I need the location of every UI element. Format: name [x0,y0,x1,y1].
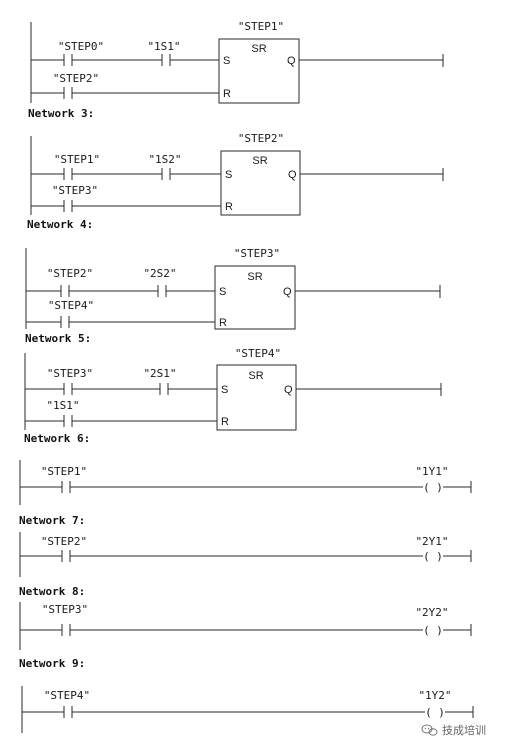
contact-set-series[interactable] [157,285,167,297]
contact-reset[interactable] [63,87,73,99]
block-type: SR [247,271,262,283]
contact-reset[interactable] [63,200,73,212]
sr-block[interactable] [214,265,296,330]
network-header: Network 8: [19,585,85,598]
contact-reset-label: "STEP3" [52,184,98,197]
block-type: SR [251,43,266,55]
watermark-text: 技成培训 [442,723,486,737]
set-pin: S [219,286,226,298]
set-pin: S [221,384,228,396]
coil[interactable]: ( ) [423,481,443,494]
set-pin: S [225,169,232,181]
coil-label: "1Y1" [415,465,448,478]
sr-block[interactable] [220,150,301,216]
sr-block[interactable] [218,38,300,104]
contact-set-label: "STEP3" [47,367,93,380]
coil[interactable]: ( ) [423,550,443,563]
contact-reset-label: "STEP4" [48,299,94,312]
out-pin: Q [288,169,297,181]
contact[interactable] [61,624,71,636]
contact-set-series[interactable] [161,54,171,66]
reset-pin: R [221,416,229,428]
coil-label: "2Y2" [415,606,448,619]
block-tag: "STEP4" [235,347,281,360]
contact[interactable] [61,550,71,562]
set-pin: S [223,55,230,67]
contact[interactable] [61,481,71,493]
contact-reset-label: "STEP2" [53,72,99,85]
block-tag: "STEP1" [238,20,284,33]
sr-network-step4: "STEP4" "STEP3" "2S1" "1S1" SR S R Q [24,347,442,431]
contact-label: "STEP3" [42,603,88,616]
contact-set-series[interactable] [159,383,169,395]
contact-set[interactable] [63,54,73,66]
contact-set-series-label: "2S1" [143,367,176,380]
block-tag: "STEP2" [238,132,284,145]
contact-set-series-label: "1S1" [147,40,180,53]
contact-set-series-label: "2S2" [143,267,176,280]
out-pin: Q [287,55,296,67]
contact-label: "STEP2" [41,535,87,548]
out-pin: Q [283,286,292,298]
coil-network-2y2: ( ) "STEP3" "2Y2" [19,602,472,650]
contact-set[interactable] [63,383,73,395]
network-header: Network 7: [19,514,85,527]
coil[interactable]: ( ) [423,624,443,637]
contact-set-label: "STEP2" [47,267,93,280]
contact-set-label: "STEP1" [54,153,100,166]
contact-label: "STEP4" [44,689,90,702]
contact-reset[interactable] [60,316,70,328]
watermark: 技成培训 [418,719,508,741]
network-header: Network 3: [28,107,94,120]
network-header: Network 9: [19,657,85,670]
network-header: Network 4: [27,218,93,231]
block-tag: "STEP3" [234,247,280,260]
contact-label: "STEP1" [41,465,87,478]
coil-network-1y1: ( ) "STEP1" "1Y1" [19,460,472,505]
coil[interactable]: ( ) [425,706,445,719]
network-header: Network 6: [24,432,90,445]
coil-network-2y1: ( ) "STEP2" "2Y1" [19,532,472,577]
network-header: Network 5: [25,332,91,345]
sr-network-step3: "STEP3" "STEP2" "2S2" "STEP4" SR S R Q [25,247,441,330]
coil-label: "2Y1" [415,535,448,548]
contact[interactable] [63,706,73,718]
coil-label: "1Y2" [418,689,451,702]
reset-pin: R [219,317,227,329]
sr-network-step2: "STEP2" "STEP1" "1S2" "STEP3" SR S R Q [30,132,444,216]
contact-reset-label: "1S1" [46,399,79,412]
out-pin: Q [284,384,293,396]
coil-network-1y2: ( ) "STEP4" "1Y2" [21,686,474,733]
block-type: SR [252,155,267,167]
sr-block[interactable] [216,364,297,431]
reset-pin: R [223,88,231,100]
block-type: SR [248,370,263,382]
sr-network-step1: "STEP1" "STEP0" "1S1" "STEP2" SR S R Q [30,20,444,104]
contact-set-series[interactable] [161,168,171,180]
contact-set-label: "STEP0" [58,40,104,53]
contact-set-series-label: "1S2" [148,153,181,166]
contact-set[interactable] [63,168,73,180]
contact-reset[interactable] [63,415,73,427]
contact-set[interactable] [60,285,70,297]
reset-pin: R [225,201,233,213]
wechat-icon [421,724,438,736]
